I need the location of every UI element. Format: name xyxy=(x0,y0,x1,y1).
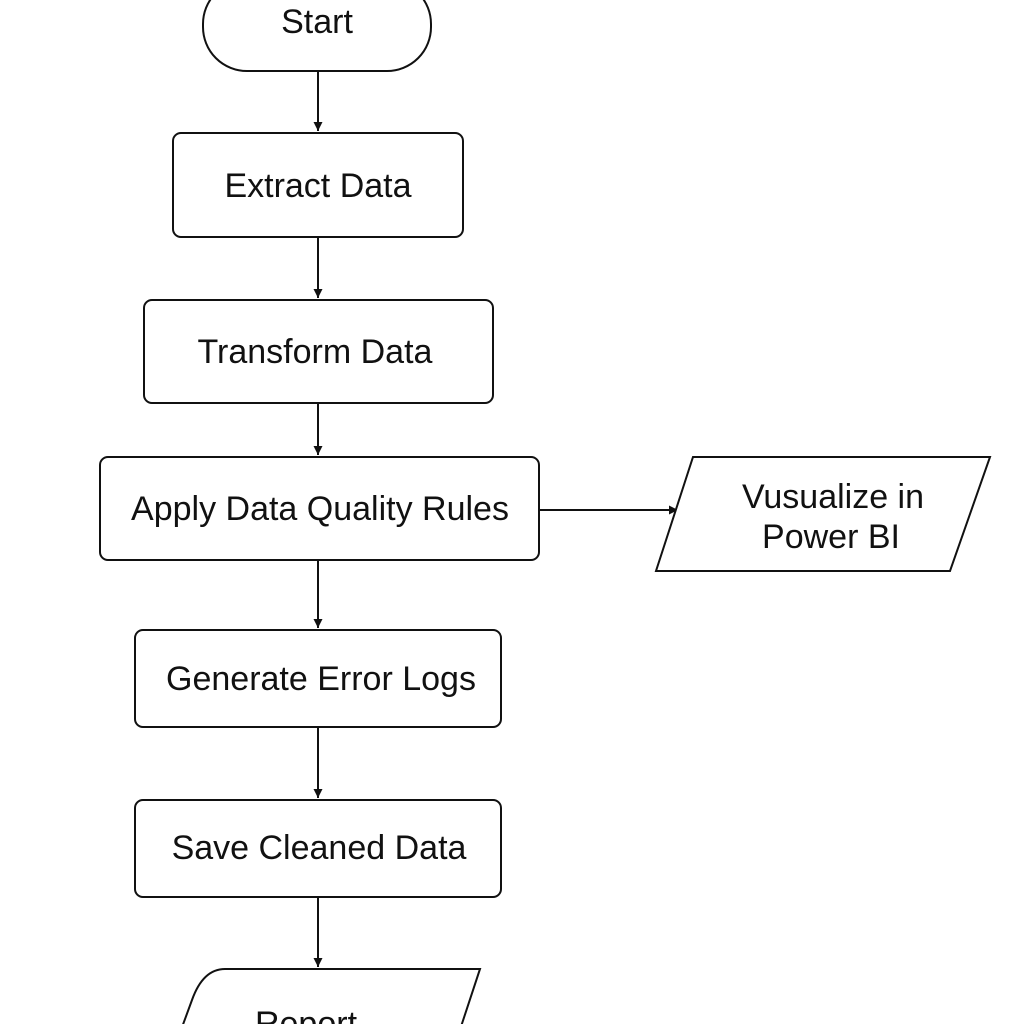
transform-data-box xyxy=(143,299,494,404)
node-save-cleaned-data: Save Cleaned Data xyxy=(134,799,502,898)
visualize-label-line1: Vusualize in xyxy=(742,478,924,516)
extract-data-label: Extract Data xyxy=(224,167,411,205)
apply-quality-rules-label: Apply Data Quality Rules xyxy=(131,490,509,528)
generate-error-logs-label: Generate Error Logs xyxy=(166,660,476,698)
save-cleaned-data-box xyxy=(134,799,502,898)
node-start: Start xyxy=(202,0,432,72)
visualize-label-line2: Power BI xyxy=(762,518,900,556)
node-extract-data: Extract Data xyxy=(172,132,464,238)
node-apply-quality-rules: Apply Data Quality Rules xyxy=(99,456,540,561)
node-transform-data: Transform Data xyxy=(143,299,494,404)
node-visualize-power-bi: Vusualize in Power BI xyxy=(654,456,992,572)
node-report: Report xyxy=(182,968,482,1024)
transform-data-label: Transform Data xyxy=(198,333,433,371)
start-terminal-shape xyxy=(202,0,432,72)
report-label: Report xyxy=(255,1005,358,1024)
extract-data-box xyxy=(172,132,464,238)
generate-error-logs-box xyxy=(134,629,502,728)
start-label: Start xyxy=(281,3,353,41)
apply-quality-rules-box xyxy=(99,456,540,561)
edges xyxy=(313,71,678,967)
node-generate-error-logs: Generate Error Logs xyxy=(134,629,502,728)
visualize-parallelogram xyxy=(654,456,992,572)
report-shape xyxy=(182,968,482,1024)
save-cleaned-data-label: Save Cleaned Data xyxy=(172,829,467,867)
